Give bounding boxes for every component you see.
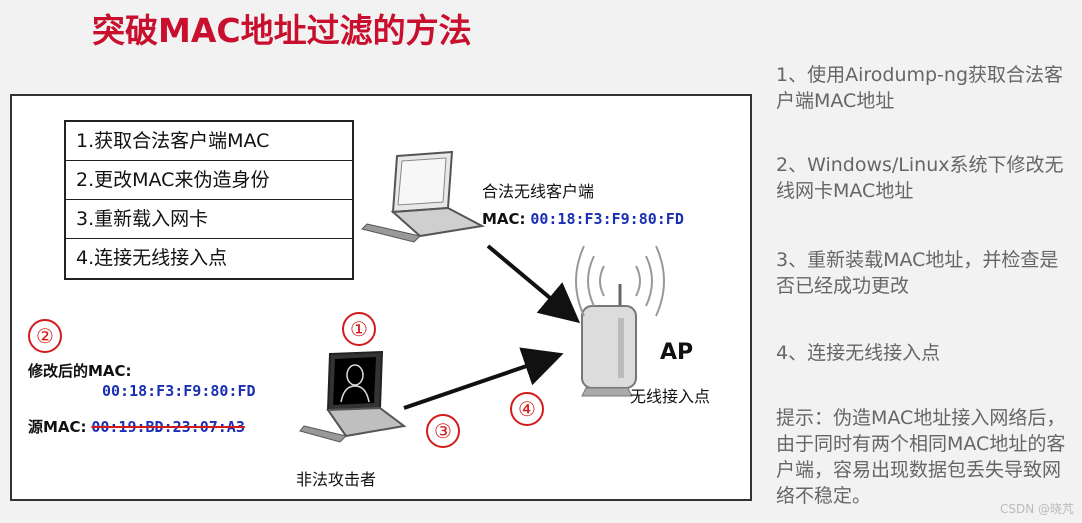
step-2-marker: ②	[28, 319, 62, 353]
source-mac-value: 00:19:BD:23:07:A3	[91, 418, 245, 436]
steps-table: 1.获取合法客户端MAC 2.更改MAC来伪造身份 3.重新载入网卡 4.连接无…	[64, 120, 354, 280]
note-1: 1、使用Airodump-ng获取合法客户端MAC地址	[776, 64, 1064, 112]
step-item: 2.更改MAC来伪造身份	[66, 161, 352, 200]
note-3: 3、重新装载MAC地址，并检查是否已经成功更改	[776, 249, 1059, 297]
legit-client-mac: MAC: 00:18:F3:F9:80:FD	[482, 210, 684, 228]
legit-mac-prefix: MAC:	[482, 210, 526, 228]
access-point-icon	[581, 284, 637, 397]
wireless-signal-icon	[575, 245, 665, 317]
step-4-marker: ④	[510, 392, 544, 426]
note-4: 4、连接无线接入点	[776, 342, 941, 364]
modified-mac-value: 00:18:F3:F9:80:FD	[102, 382, 256, 400]
step-3-marker: ③	[426, 414, 460, 448]
source-mac-prefix: 源MAC:	[28, 418, 87, 436]
ap-sublabel: 无线接入点	[630, 387, 711, 406]
legit-laptop-icon	[361, 150, 486, 243]
diagram-panel: 1.获取合法客户端MAC 2.更改MAC来伪造身份 3.重新载入网卡 4.连接无…	[10, 94, 752, 501]
diagram-graphics	[299, 150, 665, 443]
attacker-laptop-icon	[299, 350, 407, 443]
legit-mac-value: 00:18:F3:F9:80:FD	[530, 210, 684, 228]
legit-client-label: 合法无线客户端	[482, 182, 595, 201]
note-2: 2、Windows/Linux系统下修改无线网卡MAC地址	[776, 154, 1064, 202]
step-item: 3.重新载入网卡	[66, 200, 352, 239]
step-item: 4.连接无线接入点	[76, 247, 228, 269]
modified-mac-label: 修改后的MAC:	[28, 362, 132, 380]
legit-to-ap-arrow	[486, 244, 581, 324]
attacker-to-ap-arrow	[403, 347, 564, 410]
source-mac: 源MAC: 00:19:BD:23:07:A3	[28, 416, 245, 437]
ap-label: AP	[660, 340, 694, 365]
watermark: CSDN @晓芃	[999, 502, 1074, 516]
attacker-label: 非法攻击者	[296, 470, 377, 489]
page-title: 突破MAC地址过滤的方法	[92, 11, 472, 50]
step-item: 1.获取合法客户端MAC	[66, 122, 352, 161]
note-tip: 提示：伪造MAC地址接入网络后，由于同时有两个相同MAC地址的客户端，容易出现数…	[776, 407, 1066, 507]
step-1-marker: ①	[342, 312, 376, 346]
